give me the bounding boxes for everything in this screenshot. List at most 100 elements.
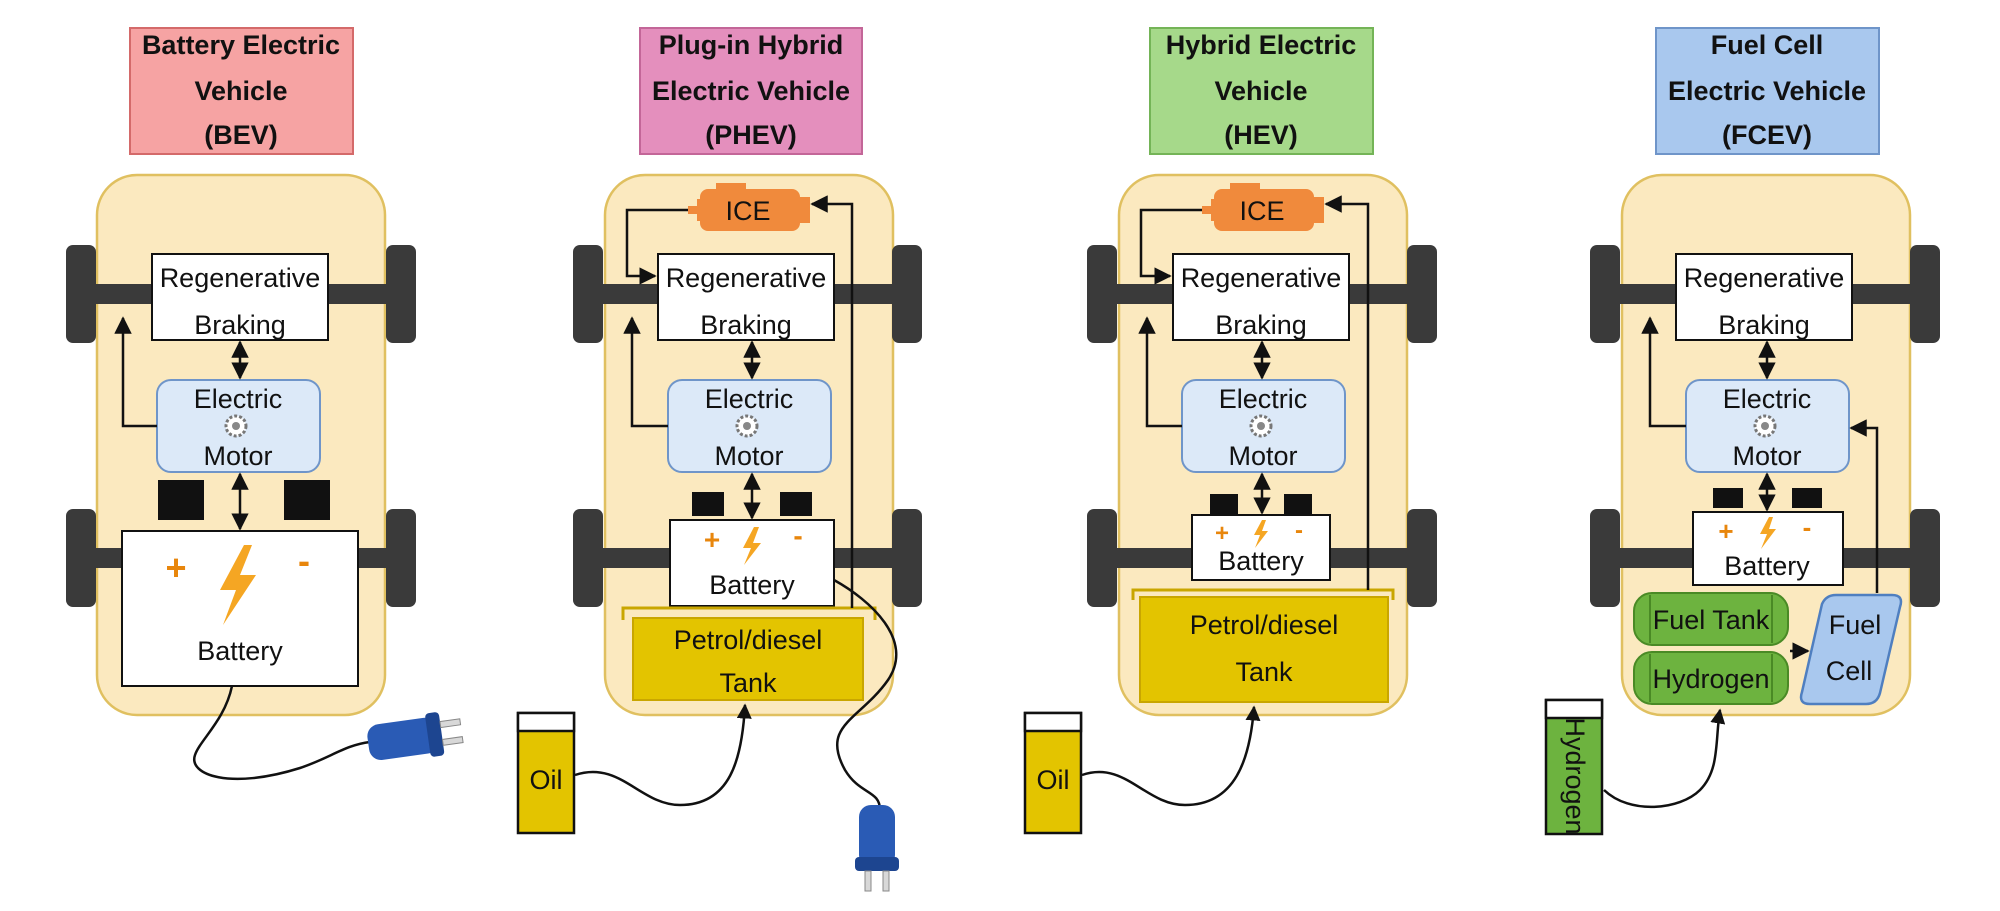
phev-title-line-3: (PHEV)	[705, 120, 797, 150]
bev-panel: Battery Electric Vehicle (BEV) Regenerat…	[66, 27, 464, 781]
fcev-title-line-1: Fuel Cell	[1711, 30, 1824, 60]
fcev-motor-line-1: Electric	[1723, 384, 1812, 414]
phev-tank-to-engine-arrow	[810, 195, 854, 608]
bev-battery: + - Battery	[121, 530, 359, 687]
hev-battery-terminal-left	[1210, 494, 1238, 514]
battery-minus-sign: -	[1803, 512, 1812, 542]
lightning-bolt-icon	[1760, 517, 1776, 549]
battery-minus-sign: -	[1295, 517, 1303, 544]
fcev-wheel-front-left	[1590, 245, 1620, 343]
bev-charging-cable	[193, 685, 371, 781]
hev-oil-can: Oil	[1023, 711, 1083, 835]
hev-battery-label: Battery	[1218, 546, 1304, 576]
fcev-battery: + - Battery	[1692, 511, 1844, 586]
fcev-battery-terminal-left	[1713, 488, 1743, 508]
battery-plus-sign: +	[165, 547, 186, 588]
fcev-hydrogen-to-tank-arrow	[1603, 708, 1726, 809]
phev-braking-line-1: Regenerative	[666, 263, 827, 293]
fcev-panel: Fuel Cell Electric Vehicle (FCEV) Regene…	[1544, 27, 1940, 836]
phev-charging-cable	[833, 578, 898, 811]
bev-wheel-rear-left	[66, 509, 96, 607]
bev-title-line-2: Vehicle	[194, 76, 287, 106]
fcev-braking-line-2: Braking	[1718, 310, 1810, 340]
bev-battery-terminal-right	[284, 480, 330, 520]
lightning-bolt-icon	[743, 527, 761, 565]
phev-title-line-2: Electric Vehicle	[652, 76, 850, 106]
phev-title-box: Plug-in Hybrid Electric Vehicle (PHEV)	[639, 27, 863, 155]
hev-motor-line-2: Motor	[1228, 441, 1297, 471]
phev-title-line-1: Plug-in Hybrid	[659, 30, 844, 60]
fcev-battery-label: Battery	[1724, 551, 1810, 581]
fcev-hydrogen-label: Hydrogen	[1652, 664, 1769, 694]
phev-electric-motor-box: Electric Motor	[667, 379, 832, 473]
engine-icon: ICE	[688, 183, 810, 231]
gear-icon	[224, 414, 248, 438]
phev-battery: + - Battery	[669, 519, 835, 607]
hev-title-line-1: Hybrid Electric	[1166, 30, 1357, 60]
battery-plus-sign: +	[1215, 520, 1229, 547]
plug-icon	[367, 712, 464, 761]
bev-motor-to-wheel-arrow	[114, 316, 157, 428]
hev-panel: Hybrid Electric Vehicle (HEV) ICE Regene…	[1023, 27, 1437, 835]
fcev-hydrogen-can: Hydrogen	[1544, 698, 1604, 836]
hev-engine-to-braking-arrow	[1139, 208, 1202, 285]
hev-tank-line-1: Petrol/diesel	[1190, 610, 1339, 640]
fcev-hydrogen-can-label: Hydrogen	[1560, 717, 1590, 834]
lightning-bolt-icon	[1254, 520, 1268, 548]
hev-title-line-3: (HEV)	[1224, 120, 1298, 150]
fcev-wheel-rear-right	[1910, 509, 1940, 607]
hev-tank-line-2: Tank	[1235, 657, 1293, 687]
fcev-motor-to-wheel-arrow	[1641, 316, 1686, 428]
fcev-fuel-cell-line-1: Fuel	[1829, 610, 1882, 640]
bev-electric-motor-box: Electric Motor	[156, 379, 321, 473]
fcev-title-line-3: (FCEV)	[1722, 120, 1812, 150]
bev-title-box: Battery Electric Vehicle (BEV)	[129, 27, 354, 155]
hev-wheel-rear-right	[1407, 509, 1437, 607]
phev-battery-terminal-left	[692, 492, 724, 516]
bev-battery-label: Battery	[197, 636, 283, 666]
gear-icon	[1249, 414, 1273, 438]
phev-wheel-front-left	[573, 245, 603, 343]
hev-regenerative-braking-box: Regenerative Braking	[1172, 253, 1350, 341]
fcev-fuel-tank-cylinder: Fuel Tank	[1633, 592, 1789, 646]
lightning-bolt-icon	[220, 545, 256, 625]
fcev-wheel-front-right	[1910, 245, 1940, 343]
hev-oil-to-tank-arrow	[1081, 705, 1261, 807]
fcev-regenerative-braking-box: Regenerative Braking	[1675, 253, 1853, 341]
phev-motor-line-2: Motor	[714, 441, 783, 471]
bev-title-line-1: Battery Electric	[142, 30, 340, 60]
fcev-wheel-rear-left	[1590, 509, 1620, 607]
battery-minus-sign: -	[793, 520, 802, 551]
gear-icon	[735, 414, 759, 438]
fcev-fuel-cell-line-2: Cell	[1826, 656, 1873, 686]
bev-wheel-front-left	[66, 245, 96, 343]
hev-battery: + - Battery	[1191, 514, 1331, 581]
phev-battery-terminal-right	[780, 492, 812, 516]
phev-tank-line-1: Petrol/diesel	[674, 625, 823, 655]
phev-engine-label: ICE	[725, 196, 770, 226]
battery-plus-sign: +	[1718, 516, 1733, 546]
hev-engine-label: ICE	[1239, 196, 1284, 226]
fcev-title-box: Fuel Cell Electric Vehicle (FCEV)	[1655, 27, 1880, 155]
bev-braking-line-1: Regenerative	[160, 263, 321, 293]
hev-title-box: Hybrid Electric Vehicle (HEV)	[1149, 27, 1374, 155]
fcev-cell-to-motor-arrow	[1849, 419, 1879, 593]
phev-motor-line-1: Electric	[705, 384, 794, 414]
battery-minus-sign: -	[298, 540, 310, 581]
hev-motor-to-wheel-arrow	[1138, 316, 1182, 428]
hev-tank-to-engine-arrow	[1324, 195, 1370, 590]
hev-title-line-2: Vehicle	[1214, 76, 1307, 106]
hev-oil-label: Oil	[1037, 765, 1070, 795]
fcev-motor-line-2: Motor	[1732, 441, 1801, 471]
hev-fuel-tank: Petrol/diesel Tank	[1131, 588, 1395, 703]
bev-battery-terminal-left	[158, 480, 204, 520]
bev-motor-line-1: Electric	[194, 384, 283, 414]
phev-oil-to-tank-arrow	[574, 703, 752, 807]
phev-wheel-rear-left	[573, 509, 603, 607]
phev-engine-to-braking-arrow	[625, 208, 688, 285]
fcev-fuel-cell: Fuel Cell	[1799, 593, 1903, 706]
fcev-braking-line-1: Regenerative	[1684, 263, 1845, 293]
phev-braking-line-2: Braking	[700, 310, 792, 340]
phev-fuel-tank: Petrol/diesel Tank	[621, 606, 877, 701]
gear-icon	[1753, 414, 1777, 438]
